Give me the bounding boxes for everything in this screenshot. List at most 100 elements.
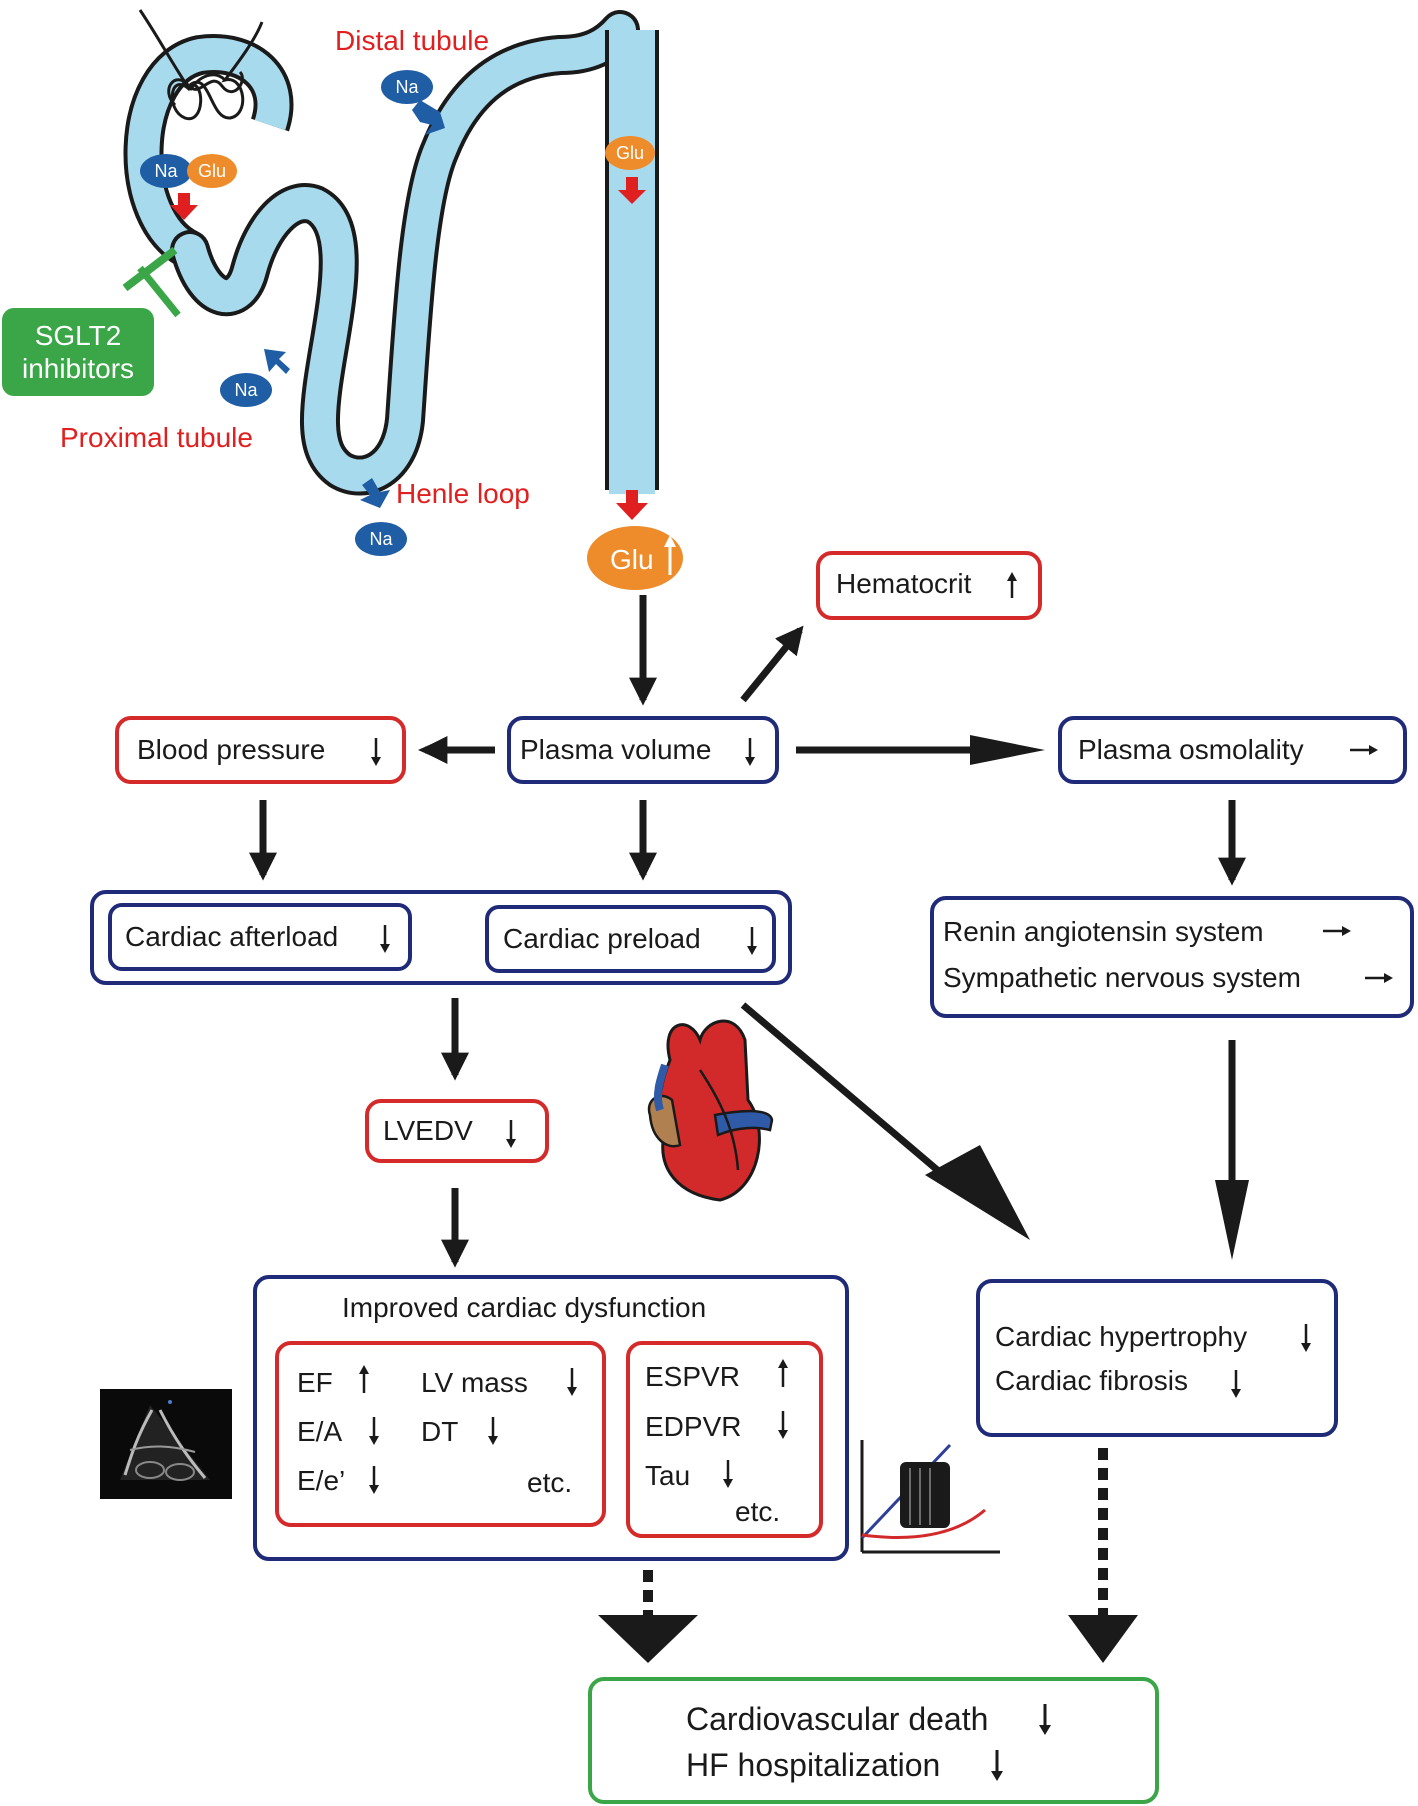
sglt2-inhibitors-box: [2, 308, 154, 396]
arrow-plasma-to-hematocrit: [740, 625, 804, 703]
down-arrow-icon: [778, 1411, 788, 1439]
proximal-tubule-label: Proximal tubule: [60, 422, 253, 453]
arrow-to-blood-pressure-head: [418, 738, 493, 762]
ee-label: E/e’: [297, 1465, 345, 1496]
down-arrow-icon: [1039, 1704, 1051, 1735]
flow-arrows: [249, 595, 1246, 1268]
svg-text:Glu: Glu: [616, 143, 644, 163]
svg-text:Glu: Glu: [610, 544, 654, 575]
svg-text:Na: Na: [234, 380, 258, 400]
arrow-plasma-to-osmolality: [796, 735, 1045, 765]
right-arrow-icon: [1365, 973, 1393, 983]
hematocrit-label: Hematocrit: [836, 568, 972, 599]
lv-mass-label: LV mass: [421, 1367, 528, 1398]
blue-arrow-icon: [360, 478, 390, 508]
down-arrow-icon: [488, 1417, 498, 1445]
sglt2-label-line1: SGLT2: [35, 320, 122, 351]
henle-loop-label: Henle loop: [396, 478, 530, 509]
svg-text:Glu: Glu: [198, 161, 226, 181]
down-arrow-icon: [567, 1368, 577, 1396]
arrow-ras-to-hypertrophy: [1215, 1040, 1249, 1260]
echocardiogram-image: [100, 1389, 232, 1499]
collecting-duct: [609, 30, 655, 494]
down-arrow-icon: [369, 1466, 379, 1494]
hematocrit-box: [816, 551, 1042, 620]
distal-tubule-label: Distal tubule: [335, 25, 489, 56]
down-arrow-icon: [991, 1750, 1003, 1781]
nephron-illustration: [123, 9, 659, 496]
blood-pressure-box: [115, 716, 406, 784]
na-ion-distal: Na: [381, 70, 433, 104]
cardiac-preload-box: [485, 905, 776, 973]
down-arrow-icon: [745, 738, 755, 766]
down-arrow-icon: [380, 925, 390, 953]
hypertrophy-label: Cardiac hypertrophy: [995, 1321, 1247, 1352]
blue-arrow-icon: [264, 349, 290, 374]
glu-urine-bubble: Glu: [587, 526, 683, 590]
outcome-box: [588, 1677, 1159, 1804]
plasma-osmolality-label: Plasma osmolality: [1078, 734, 1304, 765]
right-arrow-icon: [1323, 926, 1351, 936]
red-arrow-down-icon: [616, 490, 648, 520]
down-arrow-icon: [747, 927, 757, 955]
ras-label: Renin angiotensin system: [943, 916, 1264, 947]
dotted-arrow-improved-to-outcome: [598, 1570, 698, 1663]
blue-arrow-icon: [412, 100, 445, 135]
down-arrow-icon: [369, 1417, 379, 1445]
ras-sns-box: [930, 896, 1414, 1018]
right-arrow-icon: [1350, 745, 1378, 755]
pv-loop-icon: [860, 1440, 1000, 1554]
na-ion-proximal-bottom: Na: [220, 373, 272, 407]
lvedv-box: [365, 1099, 549, 1163]
cardiac-afterload-box: [108, 903, 412, 971]
lvedv-label: LVEDV: [383, 1115, 473, 1146]
dotted-arrow-hypertrophy-to-outcome: [1068, 1448, 1138, 1663]
svg-text:Na: Na: [395, 77, 419, 97]
sglt2-inhibitor-block: [122, 246, 181, 318]
up-arrow-icon: [1007, 572, 1017, 598]
cardiac-preload-label: Cardiac preload: [503, 923, 701, 954]
arrow-cardiac-to-hypertrophy: [740, 1002, 1030, 1240]
plasma-osmolality-box: [1058, 716, 1407, 784]
hypertrophy-fibrosis-box: [976, 1279, 1338, 1437]
up-arrow-icon: [359, 1365, 369, 1393]
plasma-volume-box: [507, 716, 779, 784]
echo-etc-label: etc.: [527, 1467, 572, 1498]
na-ion-proximal-top: Na: [140, 154, 192, 188]
sglt2-label-line2: inhibitors: [22, 353, 134, 384]
glomerulus: [138, 9, 264, 121]
up-arrow-icon: [778, 1359, 788, 1387]
espvr-label: ESPVR: [645, 1361, 740, 1392]
pv-etc-label: etc.: [735, 1496, 780, 1527]
cv-death-label: Cardiovascular death: [686, 1701, 988, 1737]
ef-label: EF: [297, 1367, 333, 1398]
ea-label: E/A: [297, 1416, 342, 1447]
hf-hospitalization-label: HF hospitalization: [686, 1747, 940, 1783]
svg-text:Na: Na: [369, 529, 393, 549]
echo-params-box: [275, 1341, 606, 1527]
svg-text:Na: Na: [154, 161, 178, 181]
heart-icon: [647, 1019, 774, 1202]
sns-label: Sympathetic nervous system: [943, 962, 1301, 993]
glomerulus-loops: [167, 70, 244, 107]
glu-ion-proximal: Glu: [187, 154, 237, 188]
edpvr-label: EDPVR: [645, 1411, 741, 1442]
glu-ion-collecting: Glu: [605, 136, 655, 170]
fibrosis-label: Cardiac fibrosis: [995, 1365, 1188, 1396]
bowman-capsule: [127, 38, 290, 265]
plasma-volume-label: Plasma volume: [520, 734, 711, 765]
down-arrow-icon: [506, 1120, 516, 1148]
blood-pressure-label: Blood pressure: [137, 734, 325, 765]
pv-params-box: [626, 1341, 823, 1538]
na-ion-henle: Na: [355, 522, 407, 556]
tau-label: Tau: [645, 1460, 690, 1491]
red-arrow-down-icon: [170, 193, 198, 220]
tubule-lumen: [174, 14, 636, 492]
down-arrow-icon: [1301, 1324, 1311, 1352]
red-arrow-down-icon: [618, 177, 646, 204]
cardiac-afterload-label: Cardiac afterload: [125, 921, 338, 952]
down-arrow-icon: [723, 1460, 733, 1488]
improved-dysfunction-title: Improved cardiac dysfunction: [342, 1292, 706, 1323]
down-arrow-icon: [371, 738, 381, 766]
